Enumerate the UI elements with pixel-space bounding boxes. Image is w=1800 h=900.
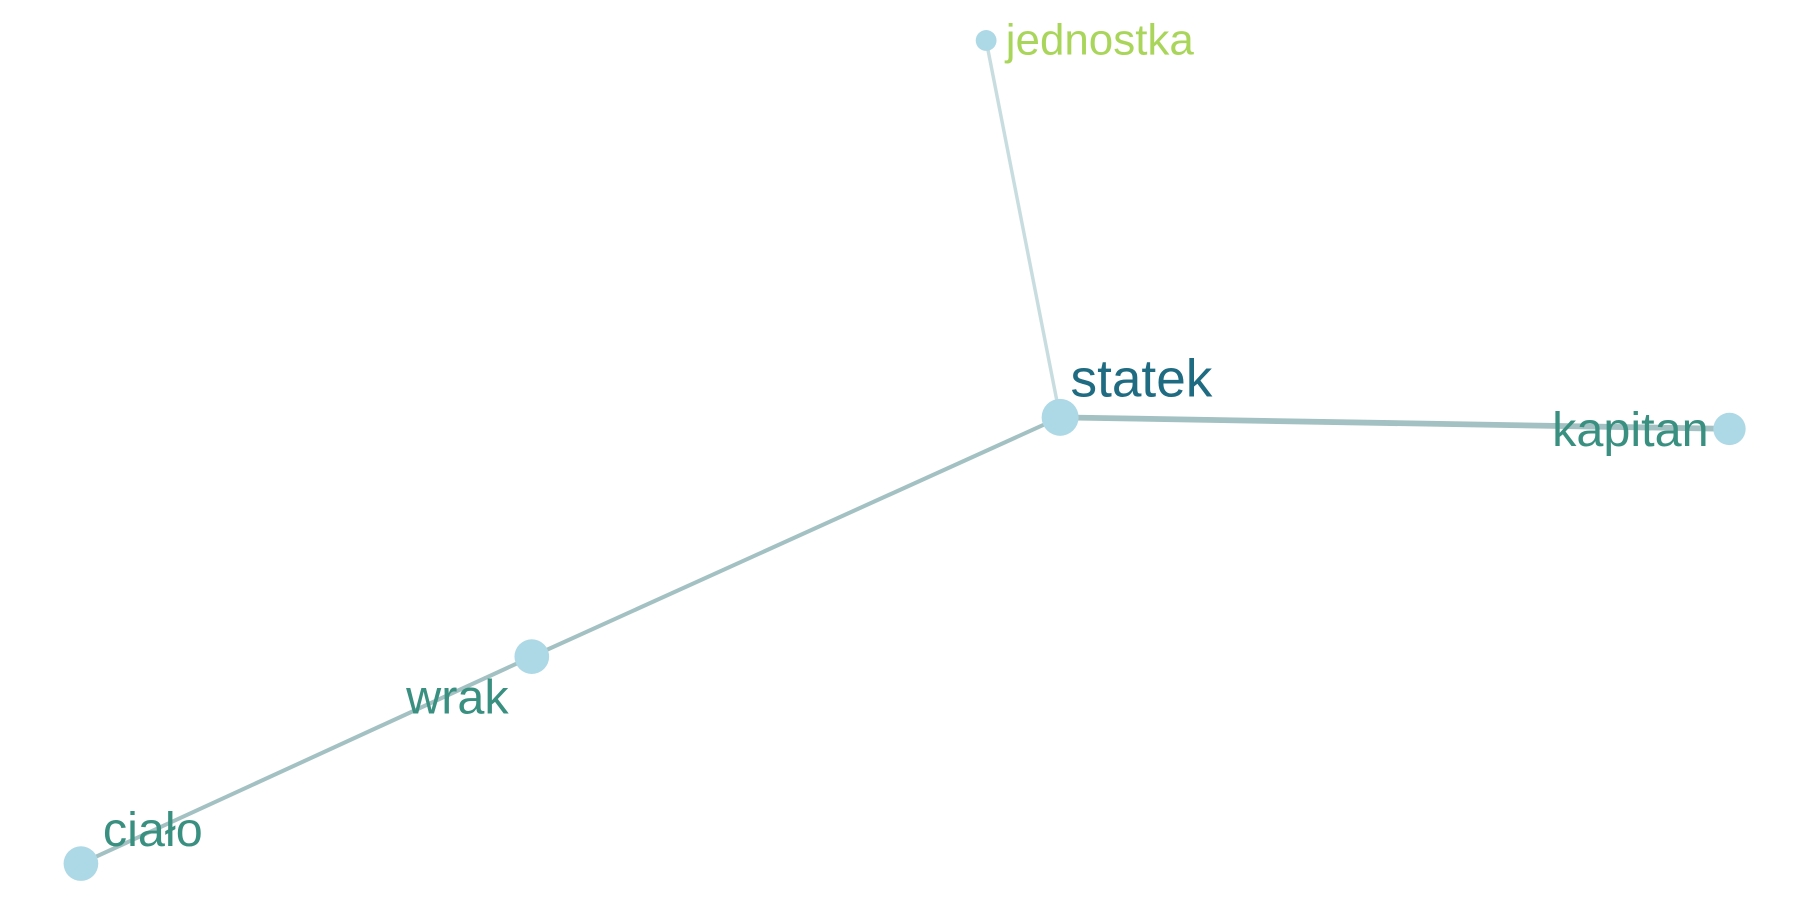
edge-statek-kapitan [1057,414,1733,432]
edge-wrak-cialo [78,654,534,866]
node-wrak[interactable] [514,639,550,674]
node-label-kapitan: kapitan [1552,403,1709,457]
node-label-wrak: wrak [405,670,509,724]
node-label-cialo: ciało [103,803,203,857]
edges-layer [78,38,1733,866]
node-label-jednostka: jednostka [1004,15,1195,64]
node-kapitan[interactable] [1713,412,1746,446]
node-cialo[interactable] [63,846,99,881]
labels-layer: statek jednostka kapitan wrak ciało [103,15,1709,857]
node-label-statek: statek [1071,350,1213,409]
nodes-layer [63,30,1746,881]
node-jednostka[interactable] [975,30,997,51]
edge-statek-wrak [529,415,1063,659]
edge-statek-jednostka [984,38,1062,420]
node-statek[interactable] [1041,398,1079,436]
